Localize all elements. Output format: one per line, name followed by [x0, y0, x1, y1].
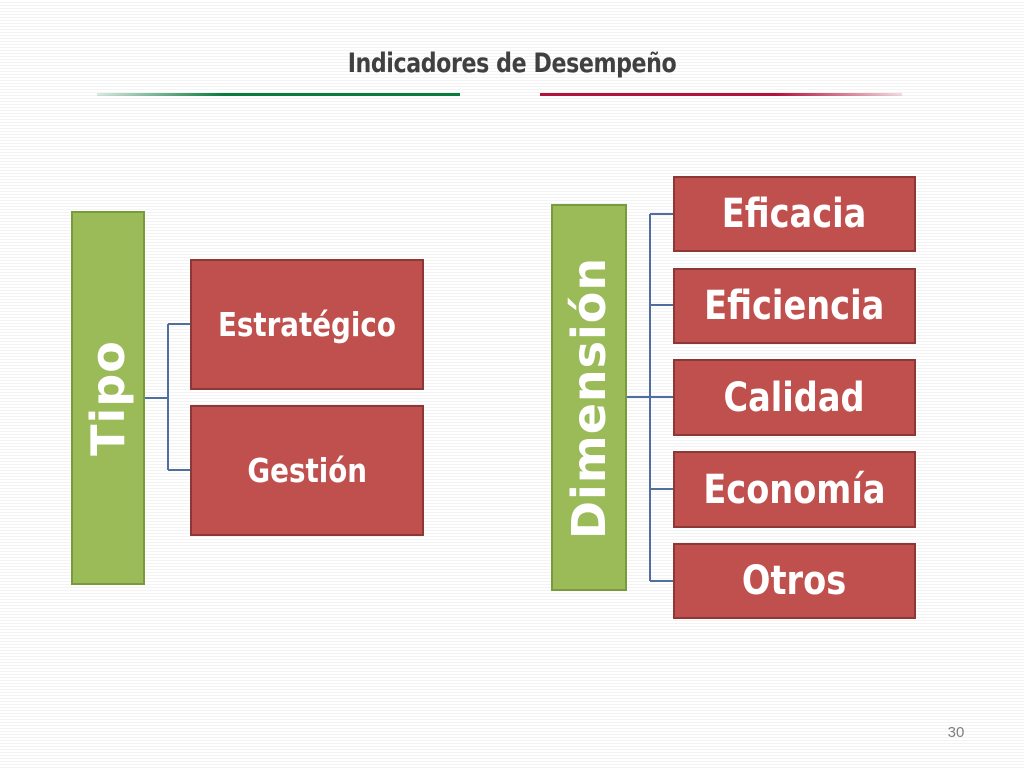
- child-box-estrategico: Estratégico: [190, 259, 424, 390]
- child-label-gestion: Gestión: [247, 451, 367, 490]
- child-label-calidad: Calidad: [723, 374, 866, 421]
- slide-title: Indicadores de Desempeño: [347, 48, 677, 79]
- child-box-eficacia: Eficacia: [673, 176, 916, 252]
- child-label-otros: Otros: [742, 558, 847, 604]
- title-underline-green: [97, 93, 460, 96]
- child-box-gestion: Gestión: [190, 405, 424, 536]
- child-box-calidad: Calidad: [673, 359, 916, 436]
- child-box-otros: Otros: [673, 543, 916, 619]
- child-box-eficiencia: Eficiencia: [673, 268, 916, 344]
- child-label-eficacia: Eficacia: [722, 191, 867, 237]
- title-underline-red: [540, 93, 902, 96]
- root-box-dimension: Dimensión: [551, 204, 627, 591]
- child-label-economia: Economía: [703, 466, 886, 513]
- root-label-tipo: Tipo: [81, 340, 135, 456]
- page-number: 30: [947, 724, 965, 741]
- child-label-estrategico: Estratégico: [218, 305, 396, 344]
- child-box-economia: Economía: [673, 451, 916, 528]
- root-label-dimension: Dimensión: [562, 256, 616, 539]
- root-box-tipo: Tipo: [71, 211, 145, 585]
- child-label-eficiencia: Eficiencia: [704, 283, 885, 329]
